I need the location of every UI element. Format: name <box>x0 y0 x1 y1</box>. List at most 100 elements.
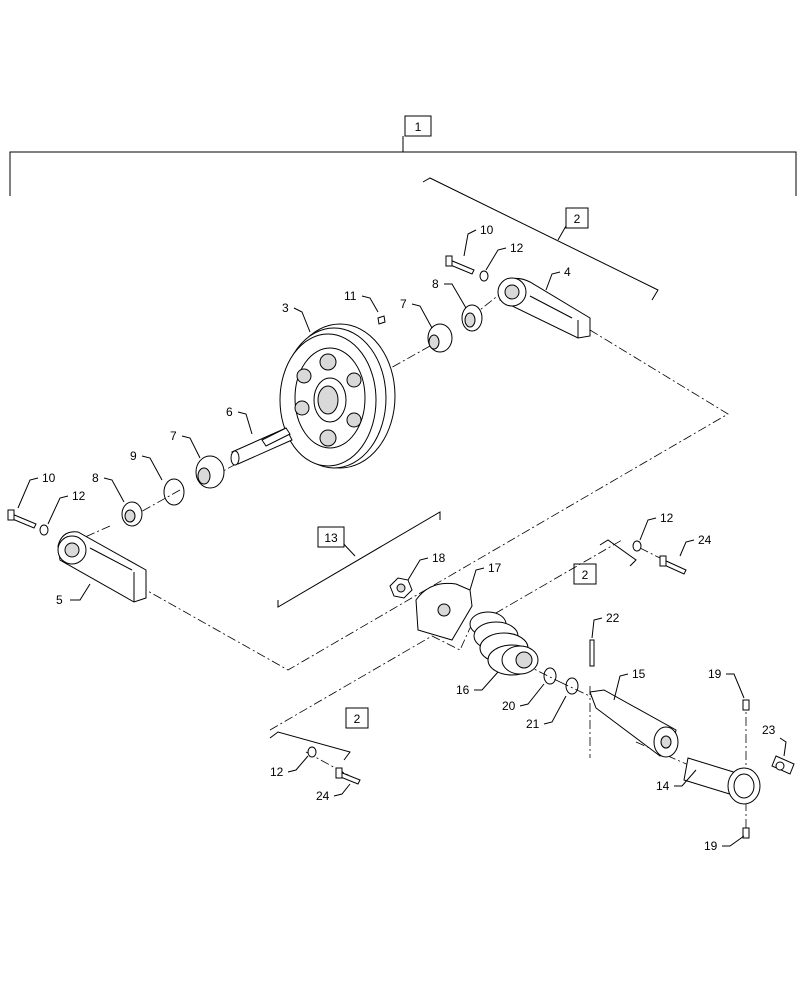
pin-small[interactable] <box>377 315 386 325</box>
callout-12-top[interactable]: 12 <box>485 241 524 271</box>
callout-19-bottom[interactable]: 19 <box>704 835 745 853</box>
svg-text:17: 17 <box>488 561 502 575</box>
callout-11[interactable]: 11 <box>344 289 379 313</box>
svg-text:16: 16 <box>456 683 470 697</box>
box-label-2-right[interactable]: 2 <box>573 563 597 585</box>
box-label-13[interactable]: 13 <box>317 526 345 548</box>
spring-pin[interactable] <box>589 639 595 667</box>
svg-text:9: 9 <box>130 449 137 463</box>
svg-text:14: 14 <box>656 779 670 793</box>
svg-text:3: 3 <box>282 301 289 315</box>
svg-text:1: 1 <box>415 120 422 134</box>
bushing-left[interactable] <box>195 455 225 489</box>
svg-text:23: 23 <box>762 723 776 737</box>
cylinder-bolt[interactable] <box>683 757 761 805</box>
svg-text:24: 24 <box>316 789 330 803</box>
svg-text:12: 12 <box>270 765 284 779</box>
callout-8-left[interactable]: 8 <box>92 471 125 503</box>
nut[interactable] <box>389 577 413 599</box>
ring-21[interactable] <box>565 677 579 695</box>
seal-right[interactable] <box>461 304 483 332</box>
callout-4[interactable]: 4 <box>545 265 571 291</box>
spring-plate[interactable] <box>415 582 473 641</box>
ring-20[interactable] <box>543 667 557 685</box>
washer-right-kit[interactable] <box>632 540 642 552</box>
callout-10-top[interactable]: 10 <box>463 223 494 257</box>
hardware-kit-bracket-bottom <box>269 731 351 761</box>
callout-9[interactable]: 9 <box>130 449 163 481</box>
callout-7-left[interactable]: 7 <box>170 429 201 459</box>
svg-text:12: 12 <box>660 511 674 525</box>
callout-15[interactable]: 15 <box>613 667 646 701</box>
callout-17[interactable]: 17 <box>469 561 502 591</box>
callout-6[interactable]: 6 <box>226 405 253 435</box>
svg-text:10: 10 <box>42 471 56 485</box>
svg-text:12: 12 <box>510 241 524 255</box>
bushing-right[interactable] <box>427 323 453 353</box>
assembly-bracket <box>9 136 797 196</box>
bolt-right-kit[interactable] <box>659 555 687 575</box>
svg-text:19: 19 <box>704 839 718 853</box>
callout-24-bottom[interactable]: 24 <box>316 783 351 803</box>
svg-text:4: 4 <box>564 265 571 279</box>
callout-20[interactable]: 20 <box>502 683 545 713</box>
svg-text:24: 24 <box>698 533 712 547</box>
washer-top[interactable] <box>479 270 489 282</box>
centre-lines <box>59 289 747 835</box>
svg-text:20: 20 <box>502 699 516 713</box>
svg-text:2: 2 <box>574 212 581 226</box>
seal-left[interactable] <box>121 501 143 527</box>
idler-wheel[interactable] <box>279 323 396 469</box>
washer-left[interactable] <box>39 524 49 536</box>
callout-24-right[interactable]: 24 <box>679 533 712 557</box>
svg-text:8: 8 <box>92 471 99 485</box>
box-label-2-bottom[interactable]: 2 <box>345 707 369 729</box>
pin-19-bottom[interactable] <box>742 827 750 839</box>
callout-3[interactable]: 3 <box>282 301 311 333</box>
callout-8-top[interactable]: 8 <box>432 277 467 309</box>
hardware-kit-bracket-top <box>422 177 659 301</box>
callout-18[interactable]: 18 <box>407 551 446 581</box>
callout-12-right[interactable]: 12 <box>639 511 674 541</box>
svg-text:15: 15 <box>632 667 646 681</box>
hardware-kit-bracket-right <box>599 539 637 567</box>
callout-12-bottom[interactable]: 12 <box>270 755 309 779</box>
svg-text:13: 13 <box>324 531 338 545</box>
box-label-2-top[interactable]: 2 <box>565 207 589 229</box>
recoil-spring[interactable] <box>469 611 539 676</box>
arm-right[interactable] <box>497 277 591 339</box>
callout-14[interactable]: 14 <box>656 769 697 793</box>
callout-22[interactable]: 22 <box>591 611 620 639</box>
callout-7-top[interactable]: 7 <box>400 297 433 329</box>
bolt-bottom-kit[interactable] <box>335 767 361 785</box>
bolt-top[interactable] <box>445 255 475 275</box>
callout-5[interactable]: 5 <box>56 583 91 607</box>
svg-text:22: 22 <box>606 611 620 625</box>
pin-19-top[interactable] <box>742 699 750 711</box>
svg-text:6: 6 <box>226 405 233 419</box>
box-label-1[interactable]: 1 <box>404 115 432 137</box>
callout-19-top[interactable]: 19 <box>708 667 745 699</box>
arm-left[interactable] <box>57 531 147 603</box>
rod[interactable] <box>589 689 679 758</box>
svg-text:18: 18 <box>432 551 446 565</box>
svg-text:8: 8 <box>432 277 439 291</box>
svg-text:7: 7 <box>170 429 177 443</box>
bolt-left[interactable] <box>7 509 37 529</box>
svg-text:21: 21 <box>526 717 540 731</box>
washer-bottom-kit[interactable] <box>307 746 317 758</box>
callout-23[interactable]: 23 <box>762 723 787 757</box>
callout-10-left[interactable]: 10 <box>17 471 56 509</box>
shaft[interactable] <box>230 427 293 466</box>
svg-text:2: 2 <box>354 712 361 726</box>
retaining-ring[interactable] <box>163 478 185 506</box>
callout-12-left[interactable]: 12 <box>47 489 86 525</box>
svg-text:10: 10 <box>480 223 494 237</box>
grease-fitting[interactable] <box>771 755 795 775</box>
callout-16[interactable]: 16 <box>456 671 499 697</box>
spring-assembly-bracket <box>277 511 441 608</box>
svg-text:12: 12 <box>72 489 86 503</box>
callout-21[interactable]: 21 <box>526 695 567 731</box>
svg-text:7: 7 <box>400 297 407 311</box>
